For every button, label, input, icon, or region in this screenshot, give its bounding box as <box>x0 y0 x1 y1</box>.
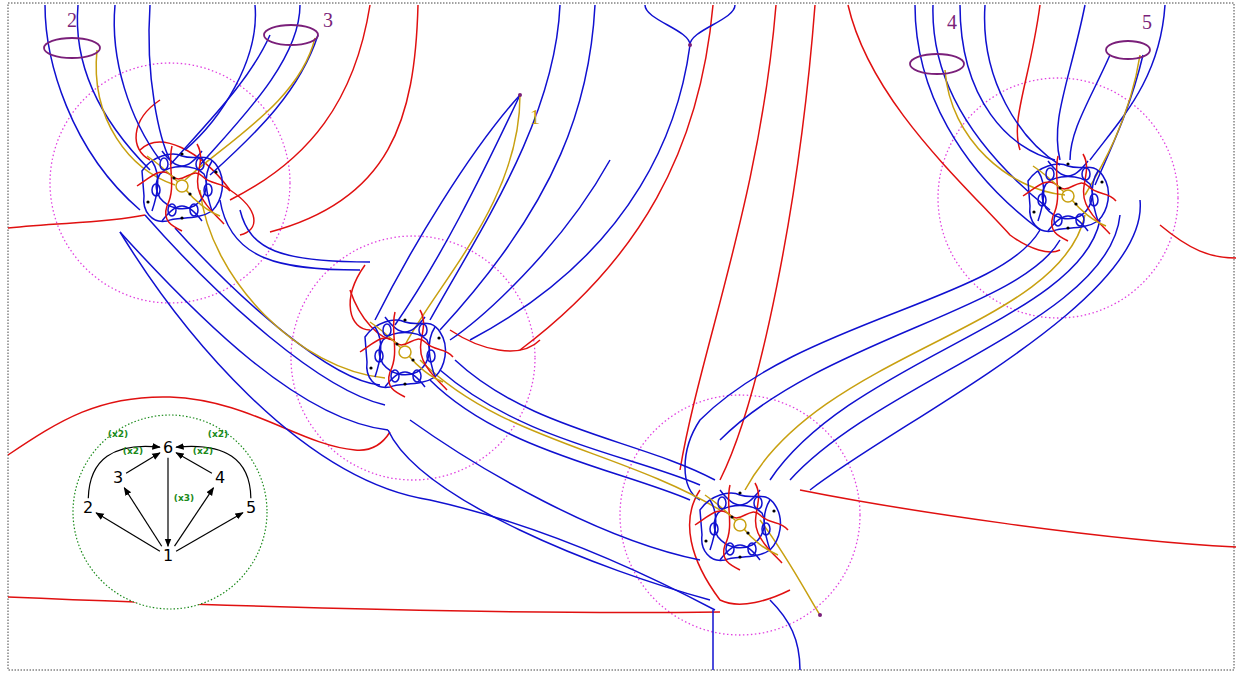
multiplicity-label: (x2) <box>192 446 214 457</box>
multiplicity-label: (x2) <box>122 446 144 457</box>
multiplicity-label: (x2) <box>107 429 129 440</box>
quiver-vertex: 4 <box>212 468 228 488</box>
quiver-arrow <box>176 513 243 552</box>
vertex-number: 1 <box>163 546 173 565</box>
quiver-arrow <box>167 458 168 546</box>
quiver-vertex: 3 <box>110 468 126 488</box>
vertex-number: 2 <box>83 498 93 517</box>
vertex-number: 4 <box>215 468 225 487</box>
quiver-arrow <box>88 446 160 498</box>
strand-label: 4 <box>947 12 957 32</box>
strand-label: 1 <box>530 107 540 127</box>
quiver-arrow <box>176 453 212 474</box>
strand-label: 5 <box>1142 12 1152 32</box>
vertex-number: 5 <box>246 498 256 517</box>
quiver-arrow <box>124 488 161 546</box>
quiver-arrow <box>96 513 160 551</box>
strand-label: 2 <box>67 10 77 30</box>
vertex-number: 6 <box>163 438 173 457</box>
quiver-vertex: 2 <box>80 498 96 518</box>
quiver-vertex: 1 <box>160 546 176 566</box>
multiplicity-label: (x2) <box>207 429 229 440</box>
vertex-number: 3 <box>113 468 123 487</box>
quiver-vertex: 6 <box>160 438 176 458</box>
quiver-arrow <box>126 453 160 473</box>
strand-label: 3 <box>323 10 333 30</box>
quiver-vertex: 5 <box>243 498 259 518</box>
quiver-arrow <box>176 446 251 498</box>
multiplicity-label: (x3) <box>173 493 195 504</box>
